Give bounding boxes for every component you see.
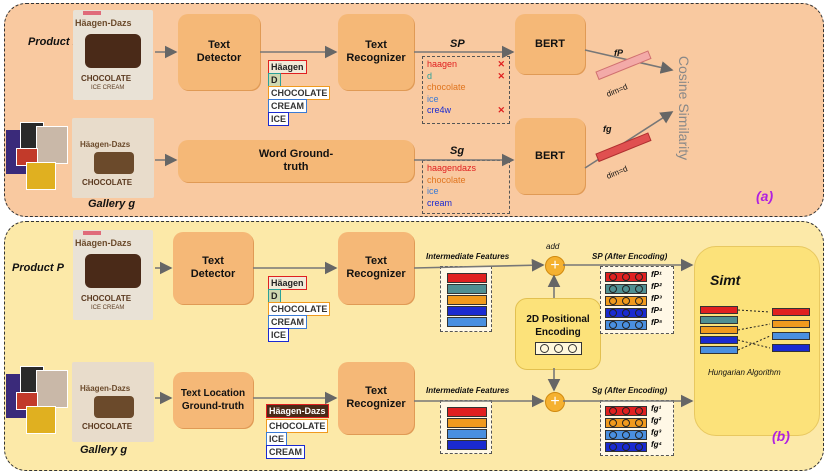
- gallery-photo-a: Häagen-Dazs CHOCOLATE: [72, 118, 154, 198]
- gallery-label-b: Gallery g: [80, 444, 128, 456]
- encoded-feature-bar: [605, 406, 647, 416]
- encoded-feature-bar: [605, 320, 647, 330]
- encoded-feature-bar: [605, 308, 647, 318]
- text-detector-a: Text Detector: [178, 14, 260, 90]
- product-label-a: Product P: [28, 36, 80, 48]
- cross-icon: ✕: [497, 105, 505, 115]
- sp-token: d✕: [427, 70, 505, 81]
- encoded-feature-bar: [605, 430, 647, 440]
- sg-token: cream: [427, 197, 453, 208]
- crop-word: Häagen: [268, 60, 307, 74]
- intermediate-top-label: Intermediate Features: [426, 252, 510, 261]
- encoded-feature-label: fP³: [651, 294, 662, 303]
- sg-token: ice: [427, 186, 439, 196]
- sg-token: haagendazs: [427, 163, 477, 173]
- text-recognizer-a: Text Recognizer: [338, 14, 414, 90]
- hungarian-label: Hungarian Algorithm: [708, 368, 781, 377]
- tag-a: (a): [756, 188, 774, 204]
- sp-token: cre4w✕: [427, 105, 505, 115]
- sg-token: chocolate: [427, 174, 466, 185]
- intermediate-bottom-label: Intermediate Features: [426, 386, 510, 395]
- product-photo-a: Häagen-Dazs CHOCOLATE ICE CREAM: [73, 10, 153, 100]
- sp-token: chocolate: [427, 82, 466, 92]
- crop-word: Häagen-Dazs: [266, 404, 329, 418]
- positional-encoding: 2D Positional Encoding: [515, 298, 601, 370]
- gallery-thumbs-a: [6, 122, 72, 190]
- encoded-feature-bar: [605, 272, 647, 282]
- crop-word: ICE: [268, 328, 290, 342]
- crop-word: ICE: [268, 112, 290, 126]
- encoded-features-top: fP¹ fP² fP³ fP⁴ fP⁵: [600, 266, 674, 334]
- add-node-bottom: +: [545, 392, 565, 412]
- text-location-gt: Text Location Ground-truth: [173, 372, 253, 428]
- encoded-feature-label: fg²: [651, 416, 662, 425]
- crop-word: CREAM: [266, 445, 305, 459]
- add-label: add: [546, 242, 560, 251]
- bert-bottom: BERT: [515, 118, 585, 194]
- sp-after-label: SP (After Encoding): [592, 252, 668, 261]
- encoded-feature-bar: [605, 284, 647, 294]
- sim-matrix: [700, 306, 818, 358]
- encoded-feature-bar: [605, 418, 647, 428]
- sg-label: Sg: [450, 145, 465, 157]
- encoded-feature-label: fg¹: [651, 404, 662, 413]
- crop-word: Häagen: [268, 276, 307, 290]
- encoded-feature-bar: [605, 442, 647, 452]
- sp-token: ice: [427, 93, 439, 104]
- encoded-features-bottom: fg¹ fg² fg³ fg⁴: [600, 400, 674, 456]
- sg-after-label: Sg (After Encoding): [592, 386, 668, 395]
- encoded-feature-label: fg⁴: [651, 440, 662, 449]
- fg-label: fg: [603, 124, 612, 134]
- text-detector-b: Text Detector: [173, 232, 253, 304]
- word-groundtruth-a: Word Ground-truth: [178, 140, 414, 182]
- encoded-feature-label: fP¹: [651, 270, 662, 279]
- sp-label: SP: [450, 38, 465, 50]
- intermediate-features-top: [440, 266, 492, 332]
- sp-token: haagen✕: [427, 59, 505, 69]
- encoded-feature-label: fP⁵: [651, 318, 663, 327]
- cross-icon: ✕: [497, 59, 505, 69]
- encoded-feature-label: fg³: [651, 428, 662, 437]
- bert-top: BERT: [515, 14, 585, 74]
- text-recognizer-b-bottom: Text Recognizer: [338, 362, 414, 434]
- product-photo-b: Häagen-Dazs CHOCOLATE ICE CREAM: [73, 230, 153, 320]
- sim-label: Simt: [710, 272, 741, 288]
- product-label-b: Product P: [12, 262, 64, 274]
- positional-dots: [534, 342, 582, 355]
- text-recognizer-b-top: Text Recognizer: [338, 232, 414, 304]
- fp-label: fP: [614, 48, 623, 58]
- gallery-photo-b: Häagen-Dazs CHOCOLATE: [72, 362, 154, 442]
- crop-word: CHOCOLATE: [266, 419, 329, 433]
- tag-b: (b): [772, 428, 790, 444]
- gallery-label-a: Gallery g: [88, 198, 136, 210]
- cross-icon: ✕: [497, 70, 505, 81]
- gallery-thumbs-b: [6, 366, 72, 434]
- encoded-feature-label: fP²: [651, 282, 662, 291]
- encoded-feature-bar: [605, 296, 647, 306]
- encoded-feature-label: fP⁴: [651, 306, 663, 315]
